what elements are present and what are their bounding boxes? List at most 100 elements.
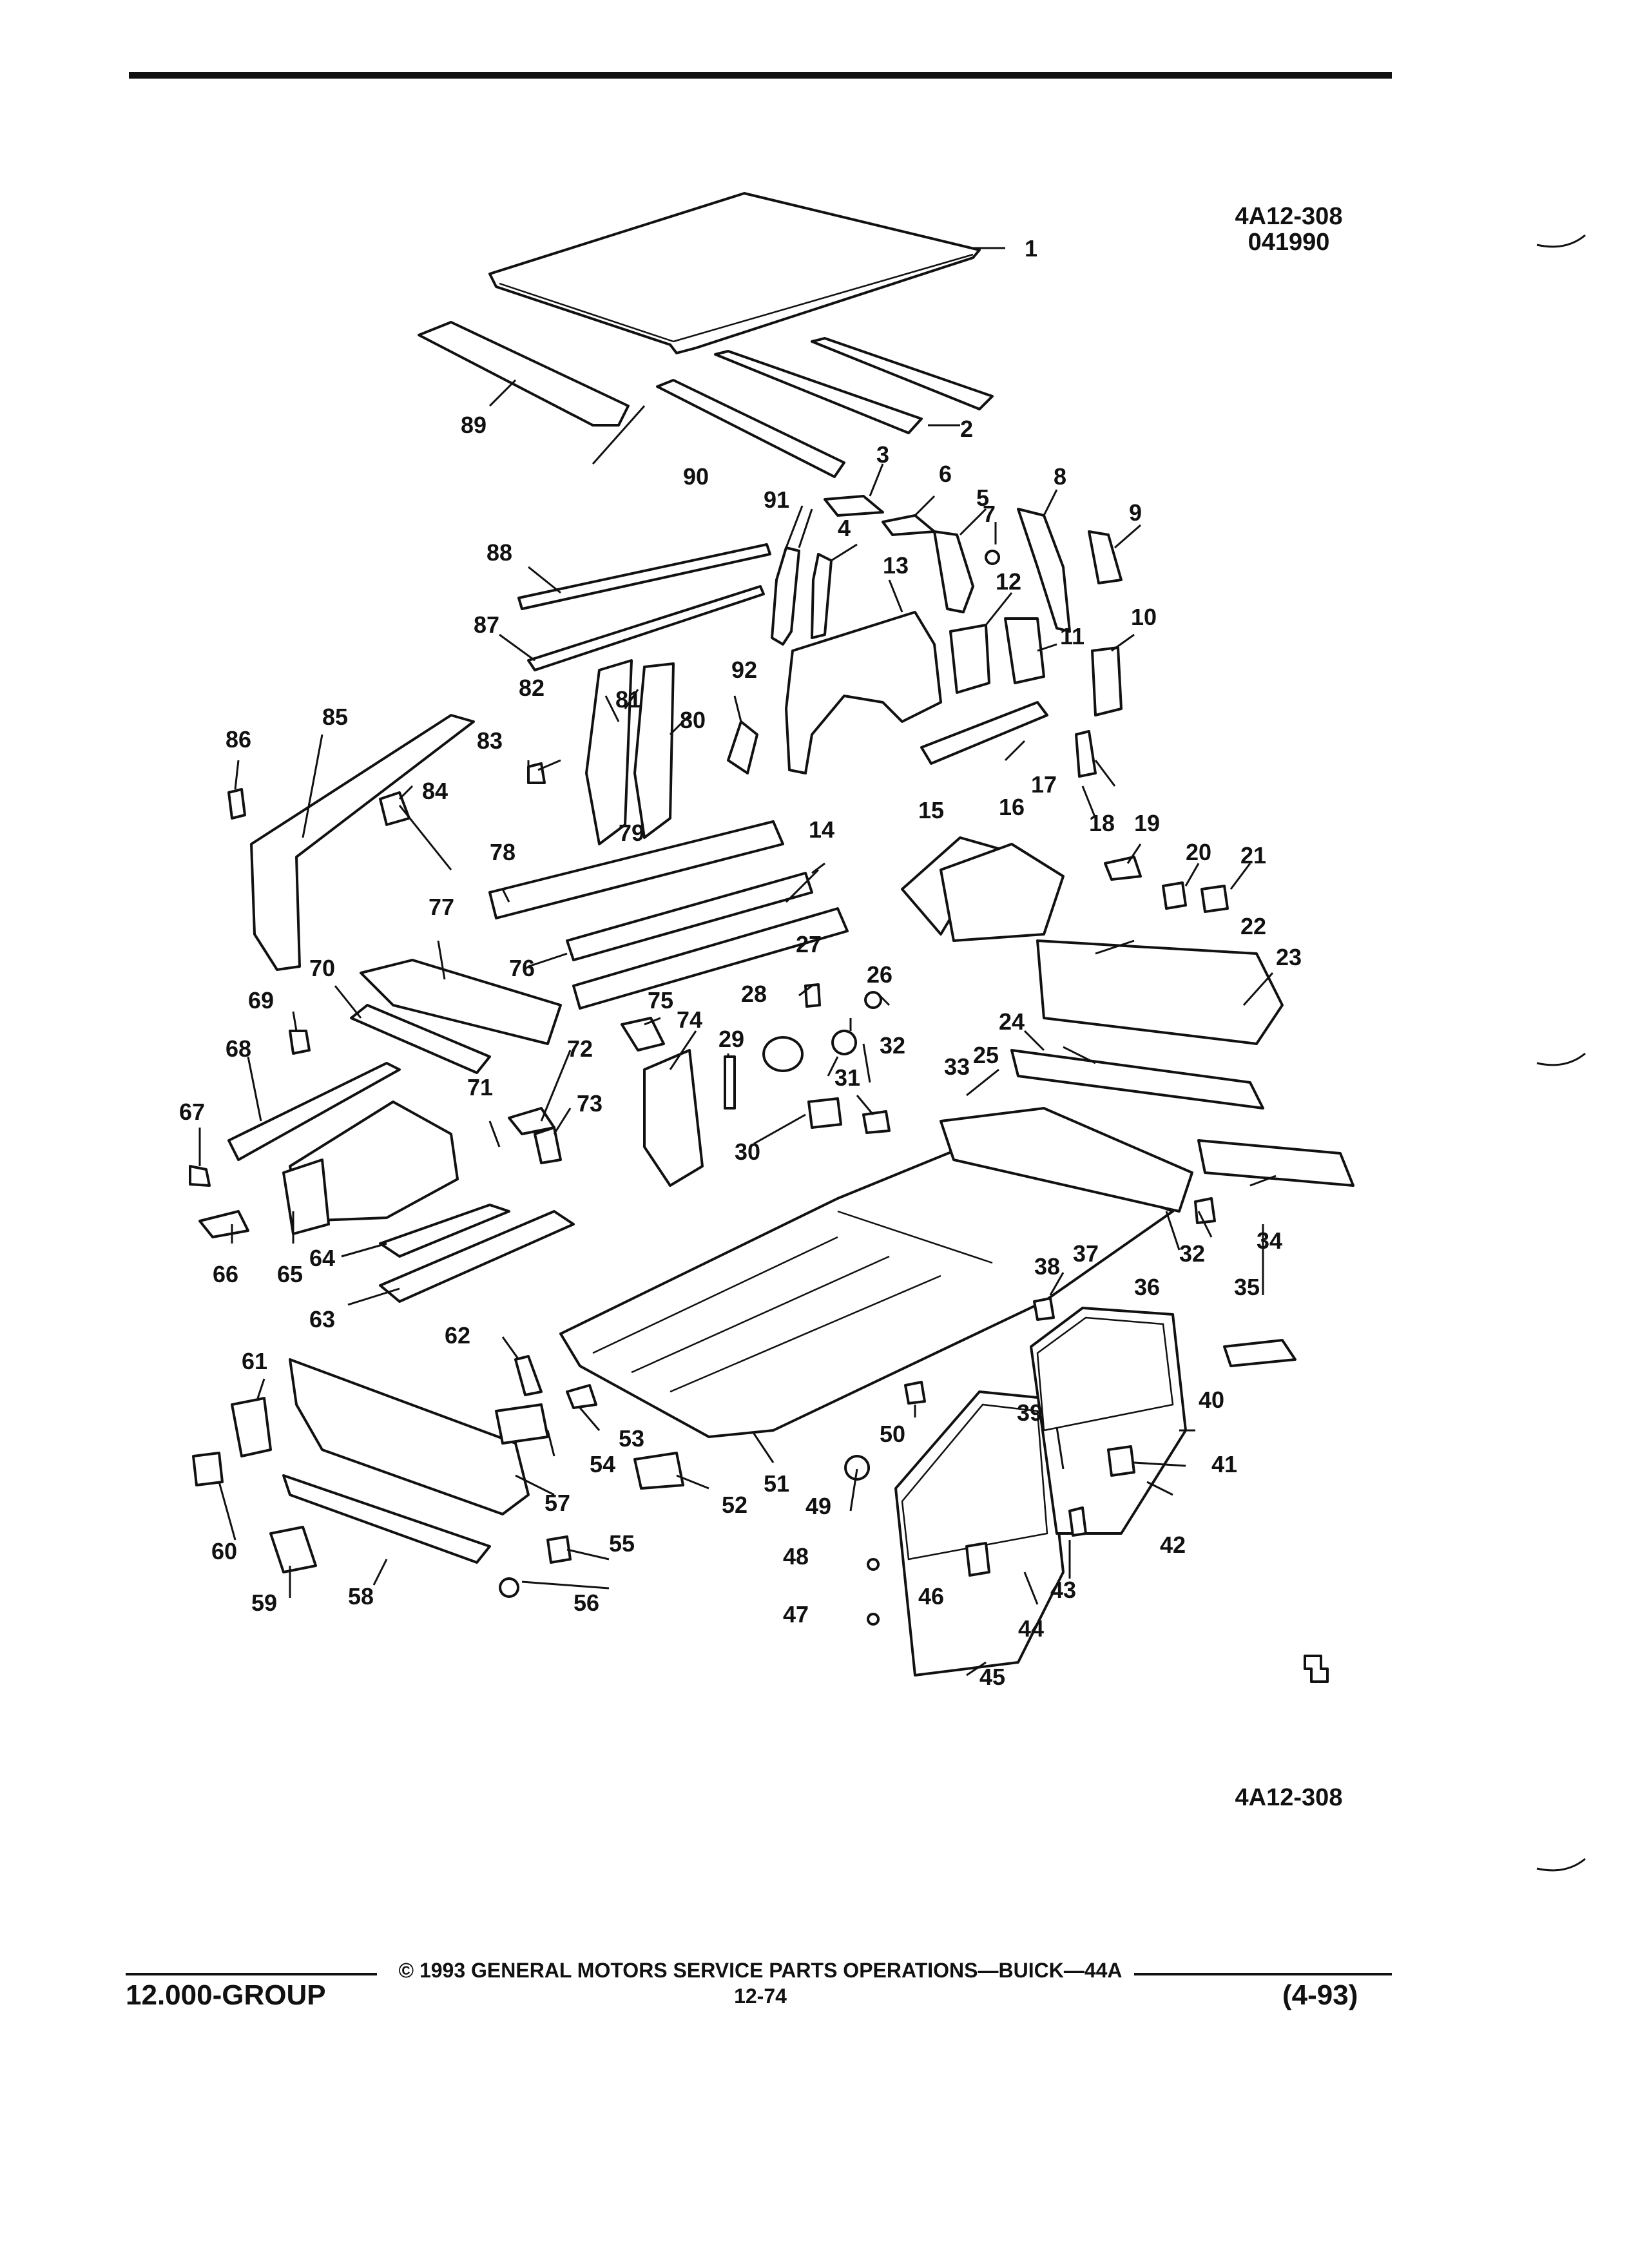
callout-79: 79 xyxy=(619,820,644,846)
callout-10: 10 xyxy=(1131,604,1157,630)
footer-page-number: 12-74 xyxy=(734,1984,787,2008)
vent-10 xyxy=(1091,646,1123,716)
floor-rear-33 xyxy=(940,1107,1193,1213)
bracket-62 xyxy=(514,1355,543,1396)
callout-77: 77 xyxy=(429,894,454,920)
callout-18: 18 xyxy=(1089,810,1115,836)
callout-3: 3 xyxy=(876,441,889,468)
callout-38: 38 xyxy=(1034,1253,1060,1280)
callout-27: 27 xyxy=(796,931,822,957)
callout-44: 44 xyxy=(1018,1615,1044,1642)
callout-26: 26 xyxy=(867,961,892,988)
callout-51: 51 xyxy=(764,1470,789,1497)
callout-6: 6 xyxy=(939,461,952,487)
callout-29: 29 xyxy=(718,1026,744,1052)
pillar-8 xyxy=(1017,508,1071,633)
date-code: 041990 xyxy=(1248,229,1330,256)
bracket-11 xyxy=(1004,617,1045,684)
handle-46 xyxy=(965,1542,990,1577)
bottom-illustration-code: 4A12-308 xyxy=(1235,1784,1343,1811)
panel-35 xyxy=(1223,1339,1296,1367)
callout-80: 80 xyxy=(680,707,706,733)
frame-rail-63 xyxy=(379,1210,575,1303)
callout-5: 5 xyxy=(976,485,989,511)
callout-47: 47 xyxy=(783,1601,809,1628)
callout-87: 87 xyxy=(474,611,499,638)
callout-83: 83 xyxy=(477,727,503,754)
callout-89: 89 xyxy=(461,412,487,438)
body-side-80 xyxy=(633,662,675,839)
frame-rail-64 xyxy=(379,1204,510,1258)
callout-75: 75 xyxy=(648,987,673,1014)
rocker-78 xyxy=(488,820,784,919)
edge-mark-2 xyxy=(1536,1052,1586,1066)
bumper-30 xyxy=(807,1097,842,1129)
nut-56 xyxy=(499,1577,520,1598)
callout-57: 57 xyxy=(545,1490,570,1516)
callout-14: 14 xyxy=(809,816,834,843)
footer-revision: (4-93) xyxy=(1282,1979,1358,2011)
hinge-pillar-74 xyxy=(643,1049,704,1187)
extension-17 xyxy=(920,701,1048,765)
top-rule xyxy=(129,72,1392,79)
plug-49 xyxy=(844,1455,871,1481)
callout-81: 81 xyxy=(615,686,641,713)
bracket-67 xyxy=(189,1165,211,1187)
callout-37: 37 xyxy=(1073,1240,1099,1267)
callout-22: 22 xyxy=(1240,913,1266,939)
callout-62: 62 xyxy=(445,1322,470,1349)
bracket-84 xyxy=(379,791,410,826)
bracket-19 xyxy=(1104,856,1142,881)
callout-42: 42 xyxy=(1160,1532,1186,1558)
footer-group: 12.000-GROUP xyxy=(126,1979,326,2011)
cowl-77 xyxy=(360,959,562,1045)
bracket-32b xyxy=(1194,1197,1216,1224)
bracket-32a xyxy=(862,1110,891,1134)
roof-bow-rear-a xyxy=(714,350,923,434)
plug-86 xyxy=(227,788,246,820)
callout-68: 68 xyxy=(226,1035,251,1062)
callout-59: 59 xyxy=(251,1590,277,1616)
callout-11: 11 xyxy=(1060,623,1084,649)
callout-73: 73 xyxy=(577,1090,602,1117)
front-door xyxy=(894,1390,1065,1677)
plenum-70 xyxy=(350,1004,491,1074)
callout-7: 7 xyxy=(983,501,996,527)
callout-32b: 32 xyxy=(1179,1240,1205,1267)
pad-52 xyxy=(633,1452,684,1490)
callout-12: 12 xyxy=(996,568,1021,595)
callout-48: 48 xyxy=(783,1543,809,1570)
callout-33: 33 xyxy=(944,1053,970,1080)
bushing-47 xyxy=(867,1613,880,1626)
callout-78: 78 xyxy=(490,839,516,865)
callout-9: 9 xyxy=(1129,499,1142,526)
edge-mark-1 xyxy=(1536,234,1586,248)
callout-82: 82 xyxy=(519,675,545,701)
cap-31 xyxy=(831,1030,858,1055)
callout-84: 84 xyxy=(422,778,448,804)
callout-86: 86 xyxy=(226,726,251,753)
callout-2: 2 xyxy=(960,416,973,442)
callout-91: 91 xyxy=(764,486,789,513)
footer-copyright: © 1993 GENERAL MOTORS SERVICE PARTS OPER… xyxy=(398,1959,1123,1982)
bracket-60 xyxy=(192,1452,224,1486)
roof-rail-upper xyxy=(517,543,771,610)
bracket-18 xyxy=(1075,730,1097,778)
callout-54: 54 xyxy=(590,1451,615,1477)
bracket-66 xyxy=(198,1210,249,1238)
callout-21: 21 xyxy=(1240,842,1266,869)
callout-85: 85 xyxy=(322,704,348,730)
bracket-59 xyxy=(269,1526,317,1573)
emblem-92 xyxy=(727,720,758,774)
callout-50: 50 xyxy=(880,1421,905,1447)
reinforcement-12 xyxy=(949,624,990,694)
bracket-53 xyxy=(566,1384,597,1409)
callout-28: 28 xyxy=(741,981,767,1007)
callout-16: 16 xyxy=(999,794,1025,820)
callout-20: 20 xyxy=(1186,839,1211,865)
callout-55: 55 xyxy=(609,1530,635,1557)
callout-19: 19 xyxy=(1134,810,1160,836)
bracket-20 xyxy=(1162,881,1187,910)
seal-75 xyxy=(621,1017,665,1052)
